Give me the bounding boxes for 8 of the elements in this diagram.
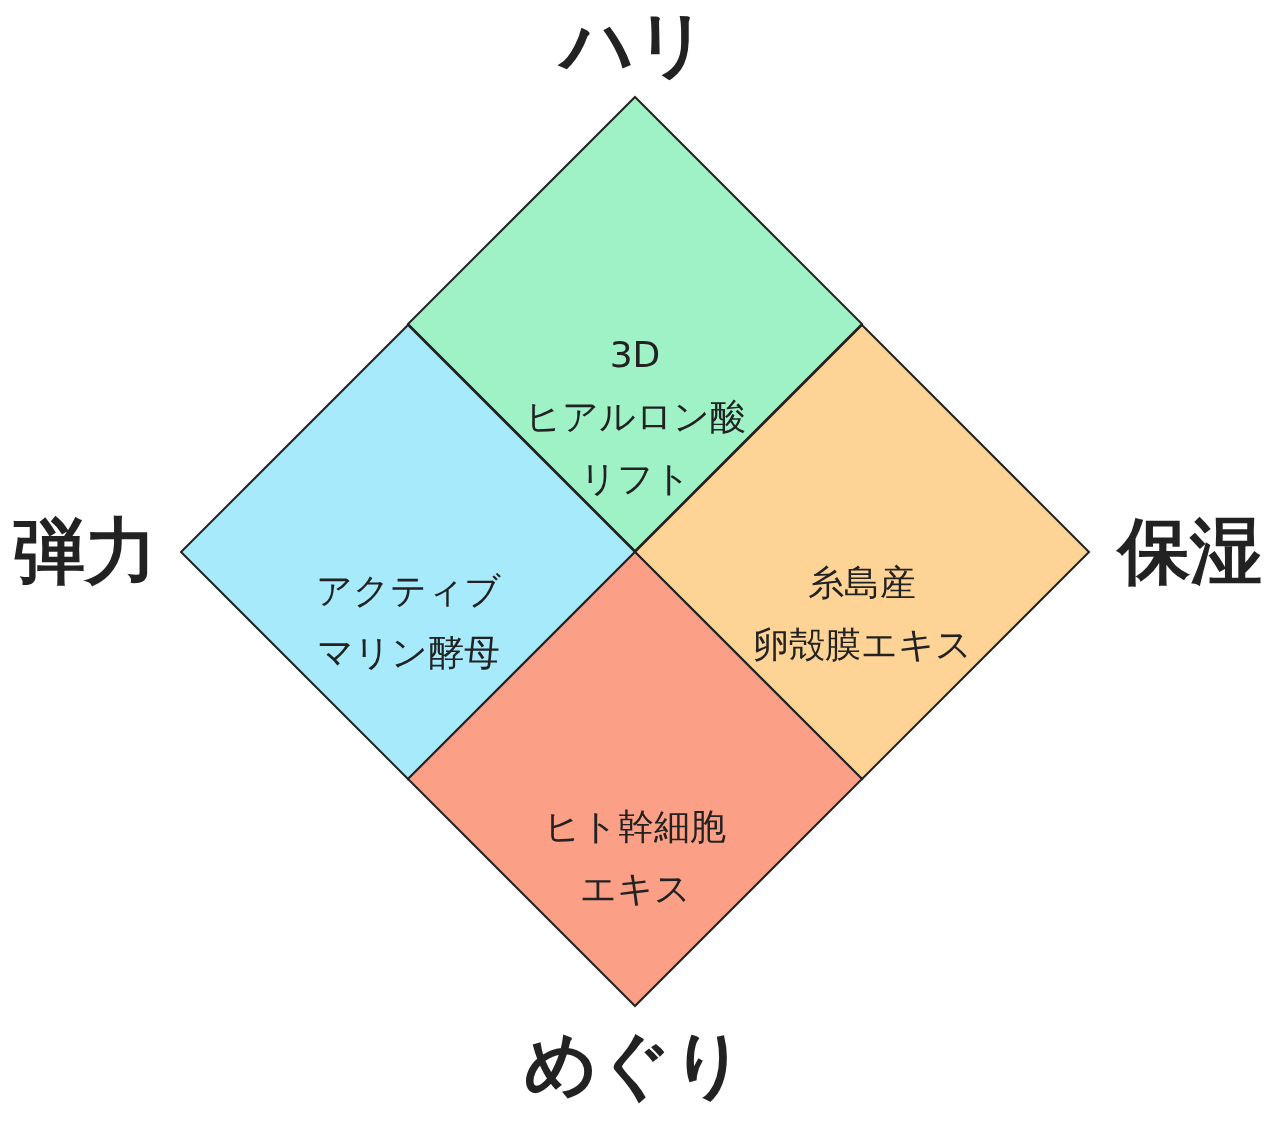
ingredient-label: アクティブマリン酵母 bbox=[314, 569, 502, 675]
axis-label: 保湿 bbox=[1118, 508, 1262, 595]
ingredient-label: ヒト幹細胞エキス bbox=[543, 805, 727, 911]
ingredient-label: 糸島産卵殻膜エキス bbox=[751, 561, 973, 667]
ingredient-label: 3Dヒアルロン酸リフト bbox=[523, 333, 747, 501]
axis-label: めぐり bbox=[524, 1021, 746, 1108]
diamond-box bbox=[408, 97, 862, 551]
axis-label: 弾力 bbox=[13, 508, 157, 595]
